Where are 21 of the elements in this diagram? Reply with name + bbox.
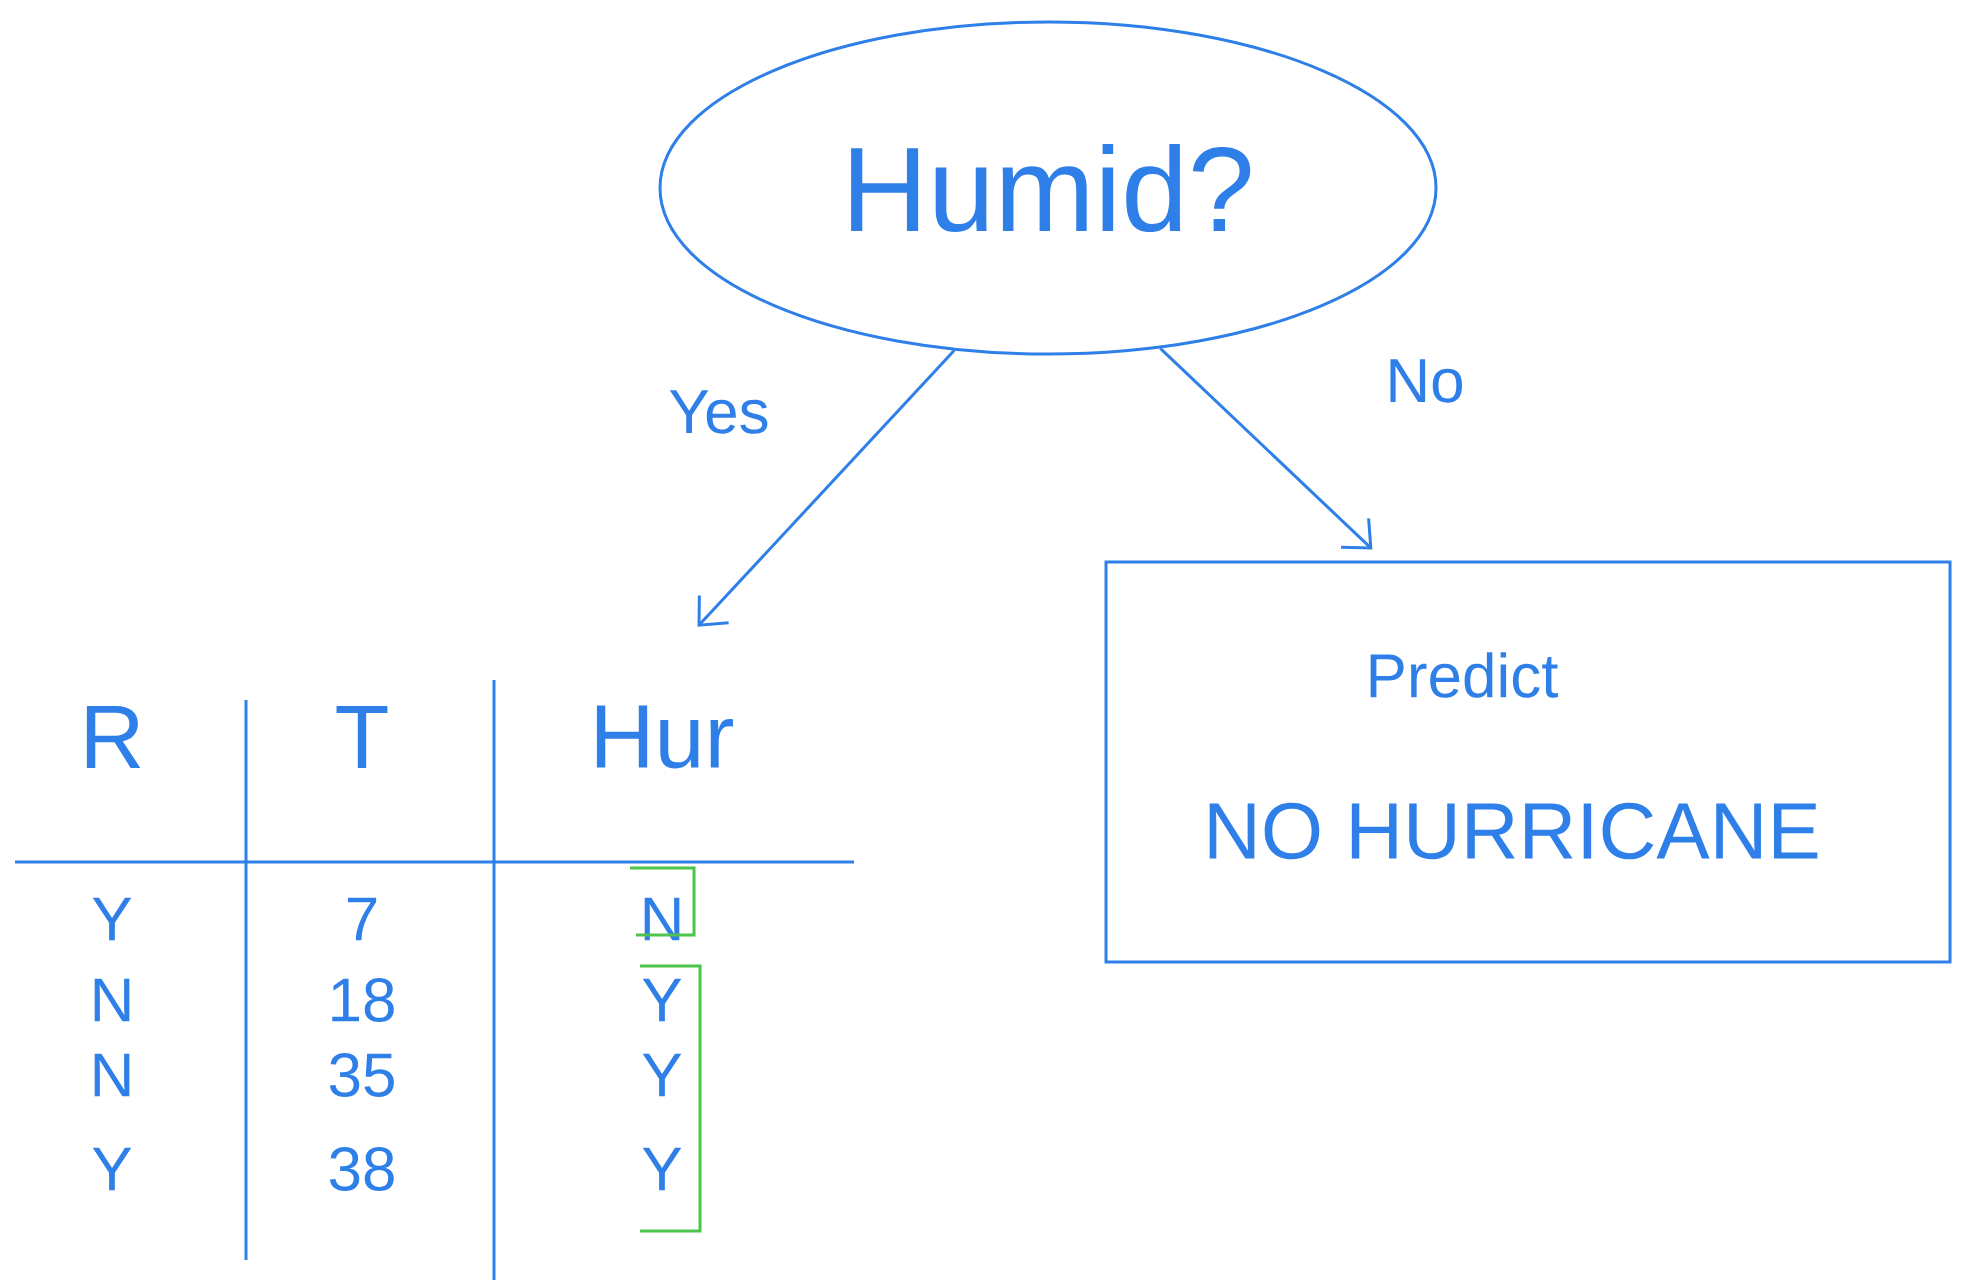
table-cell: R <box>86 706 141 768</box>
table-cell: Hur <box>596 705 733 769</box>
table-cell: N <box>644 897 680 941</box>
arrow <box>1159 347 1373 550</box>
table-cell: 35 <box>329 1053 394 1097</box>
table-cell: N <box>94 978 130 1022</box>
table-cell: Y <box>642 1053 682 1097</box>
table-cell: Y <box>92 897 132 941</box>
arrow <box>697 349 956 627</box>
table-cell: Y <box>642 1147 682 1191</box>
table-cell: T <box>336 706 388 768</box>
prediction-box: Predict NO HURRICANE <box>1104 560 1952 964</box>
table-cell: 7 <box>347 897 377 941</box>
table-cell: 18 <box>332 978 394 1022</box>
table-cell: Y <box>642 978 682 1022</box>
table-cell: Y <box>92 1147 132 1191</box>
table <box>15 680 854 1280</box>
table-cell: N <box>94 1053 130 1097</box>
edge-label: Yes <box>669 390 768 434</box>
table-cell: 38 <box>329 1147 394 1191</box>
edge-label: No <box>1390 359 1462 403</box>
